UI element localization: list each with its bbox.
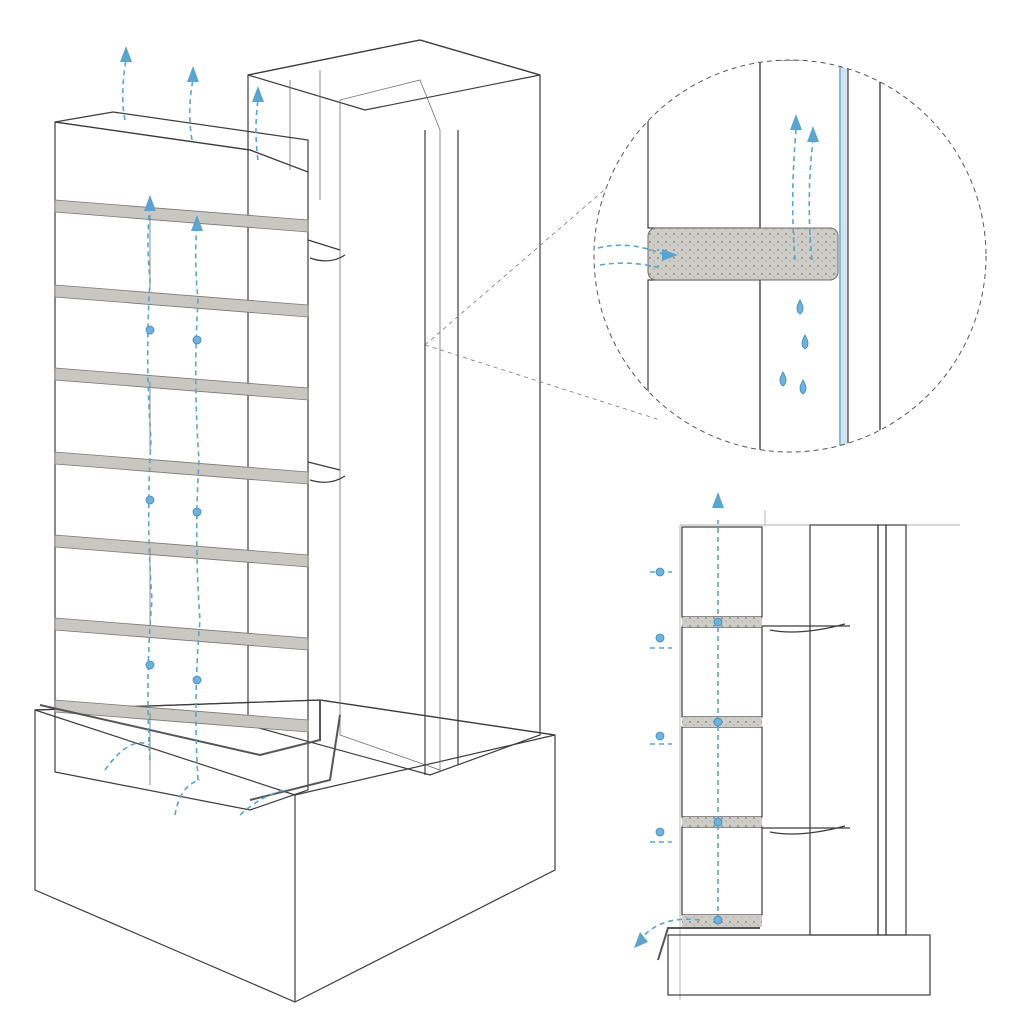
water-drop-icon <box>145 325 202 685</box>
section-inner-layers <box>809 524 907 936</box>
section-foundation <box>667 934 931 996</box>
weep-flashing-icon <box>657 927 760 961</box>
zoom-detail-circle <box>593 59 987 453</box>
water-drop-icon <box>655 567 723 925</box>
vapor-arrow-icon <box>120 46 264 161</box>
mortar-joints <box>54 199 309 733</box>
wall-tie-icon <box>307 239 346 483</box>
isometric-wall-section <box>34 39 556 1003</box>
outer-brick-wythe <box>54 111 309 811</box>
mortar-bed-joint <box>647 227 839 281</box>
weep-flashing-icon <box>39 700 341 801</box>
zoom-leader-lines <box>424 184 661 421</box>
vapor-arrow-icon <box>597 114 819 269</box>
water-drop-icon <box>779 299 809 395</box>
wall-section-view <box>634 492 960 1000</box>
inner-wall-layers <box>247 39 541 776</box>
section-bricks <box>681 526 763 927</box>
membrane-layer <box>839 60 849 452</box>
insulation-layer <box>879 60 986 452</box>
wall-tie-icon <box>762 623 850 835</box>
